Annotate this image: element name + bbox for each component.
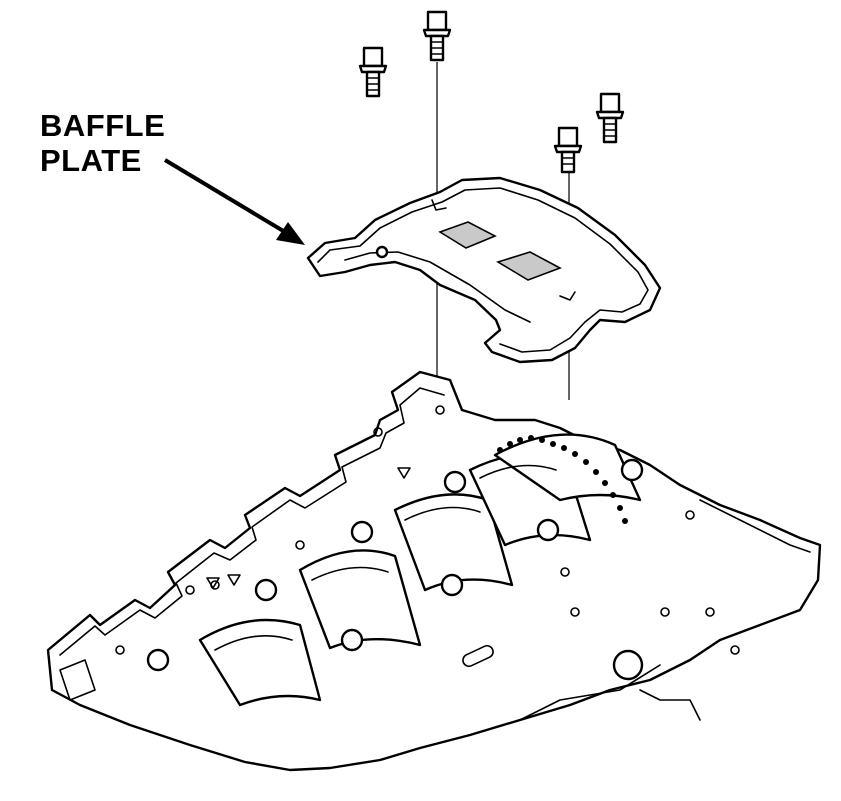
bolt-bosses — [146, 458, 644, 681]
bolt-left — [358, 46, 388, 98]
cylinder-block-lower — [46, 370, 822, 772]
label-line-2: PLATE — [40, 143, 142, 178]
baffle-plate-label: BAFFLE PLATE — [40, 108, 165, 178]
baffle-plate — [306, 176, 662, 364]
timing-chain — [497, 435, 628, 524]
leader-arrow — [163, 158, 305, 245]
bolt-center-tall — [422, 10, 452, 62]
bolt-right — [553, 126, 583, 174]
arrow-marks — [206, 467, 411, 589]
bolt-right-far — [595, 92, 625, 144]
label-line-1: BAFFLE — [40, 108, 166, 143]
